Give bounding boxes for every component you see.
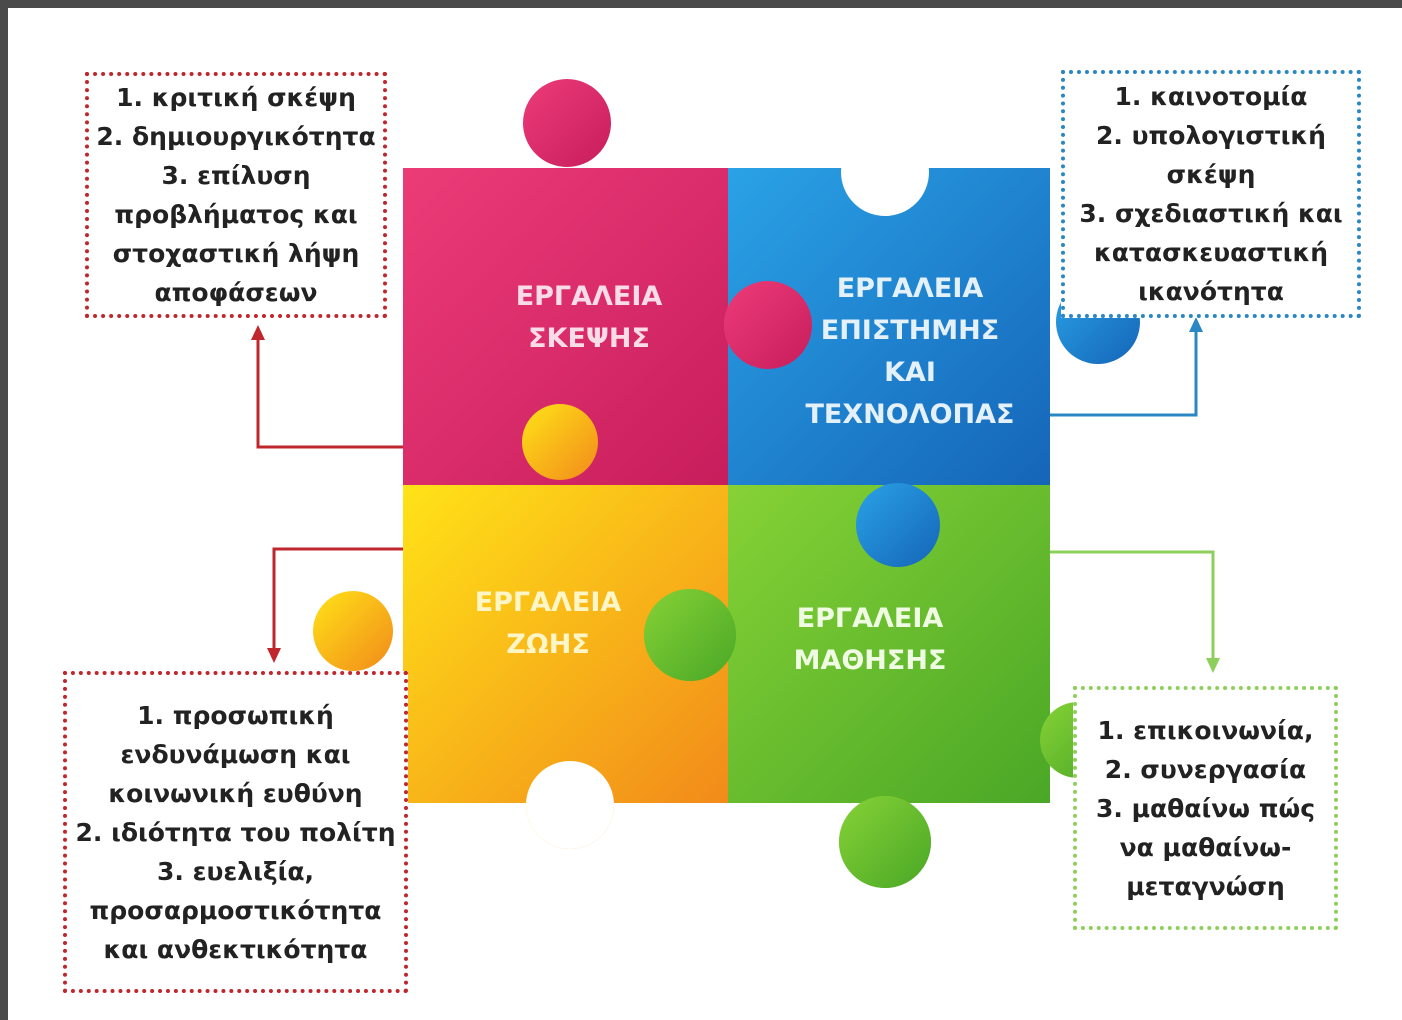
- skills-box-life: 1. προσωπική ενδυνάμωση και κοινωνική ευ…: [63, 671, 408, 993]
- piece-label-line: ΕΡΓΑΛΕΙΑ: [515, 281, 663, 312]
- skills-box-thinking: 1. κριτική σκέψη 2. δημιουργικότητα 3. ε…: [85, 72, 387, 318]
- connector-learning: [1050, 550, 1220, 673]
- box-line: να μαθαίνω-: [1119, 832, 1292, 862]
- box-line: 2. δημιουργικότητα: [96, 122, 376, 151]
- piece-label-life: ΕΡΓΑΛΕΙΑ ΖΩΗΣ: [448, 582, 648, 666]
- box-line: 2. υπολογιστική: [1096, 121, 1326, 150]
- box-line: 1. καινοτομία: [1114, 82, 1308, 111]
- life-bottom-notch: [526, 761, 614, 849]
- piece-label-learning: ΕΡΓΑΛΕΙΑ ΜΑΘΗΣΗΣ: [770, 598, 970, 682]
- piece-label-line: ΤΕΧΝΟΛΟΠΑΣ: [805, 399, 1015, 430]
- connector-thinking: [251, 325, 410, 449]
- piece-label-line: ΜΑΘΗΣΗΣ: [793, 645, 947, 676]
- box-line: ικανότητα: [1138, 277, 1284, 306]
- piece-label-line: ΕΡΓΑΛΕΙΑ: [836, 273, 984, 304]
- box-line: 3. σχεδιαστική και: [1079, 199, 1343, 228]
- piece-label-line: ΣΚΕΨΗΣ: [528, 323, 650, 354]
- puzzle-piece-thinking: [403, 79, 812, 485]
- connector-science: [1050, 317, 1203, 417]
- box-line: σκέψη: [1166, 160, 1256, 189]
- skills-box-learning: 1. επικοινωνία, 2. συνεργασία 3. μαθαίνω…: [1073, 686, 1338, 930]
- piece-label-thinking: ΕΡΓΑΛΕΙΑ ΣΚΕΨΗΣ: [489, 276, 689, 360]
- box-line: 3. ευελιξία,: [156, 856, 315, 886]
- learning-bottom-tab: [839, 796, 931, 888]
- box-line: ενδυνάμωση και: [120, 739, 351, 769]
- box-line: 3. επίλυση: [161, 161, 311, 190]
- box-line: προβλήματος και: [114, 200, 358, 229]
- box-line: στοχαστική λήψη: [112, 239, 360, 268]
- skills-box-science: 1. καινοτομία 2. υπολογιστική σκέψη 3. σ…: [1061, 70, 1361, 318]
- box-line: προσαρμοστικότητα: [89, 895, 382, 925]
- box-line: μεταγνώση: [1126, 871, 1285, 901]
- box-line: 1. προσωπική: [137, 700, 334, 730]
- connector-life: [267, 547, 410, 663]
- box-line: και ανθεκτικότητα: [103, 934, 368, 964]
- piece-label-line: ΖΩΗΣ: [506, 629, 590, 660]
- box-line: 2. συνεργασία: [1104, 754, 1307, 784]
- piece-label-line: ΚΑΙ: [884, 357, 936, 388]
- box-line: 2. ιδιότητα του πολίτη: [75, 817, 396, 847]
- learning-left-tab: [644, 589, 736, 681]
- puzzle-piece-science: [724, 128, 1140, 567]
- box-line: κατασκευαστική: [1094, 238, 1328, 267]
- box-line: 3. μαθαίνω πώς: [1095, 793, 1316, 823]
- piece-label-line: ΕΡΓΑΛΕΙΑ: [474, 587, 622, 618]
- piece-label-science: ΕΡΓΑΛΕΙΑ ΕΠΙΣΤΗΜΗΣ ΚΑΙ ΤΕΧΝΟΛΟΠΑΣ: [790, 268, 1030, 436]
- box-line: 1. επικοινωνία,: [1097, 715, 1314, 745]
- box-line: κοινωνική ευθύνη: [108, 778, 363, 808]
- piece-label-line: ΕΡΓΑΛΕΙΑ: [796, 603, 944, 634]
- piece-label-line: ΕΠΙΣΤΗΜΗΣ: [820, 315, 1000, 346]
- box-line: 1. κριτική σκέψη: [116, 83, 356, 112]
- box-line: αποφάσεων: [154, 278, 318, 307]
